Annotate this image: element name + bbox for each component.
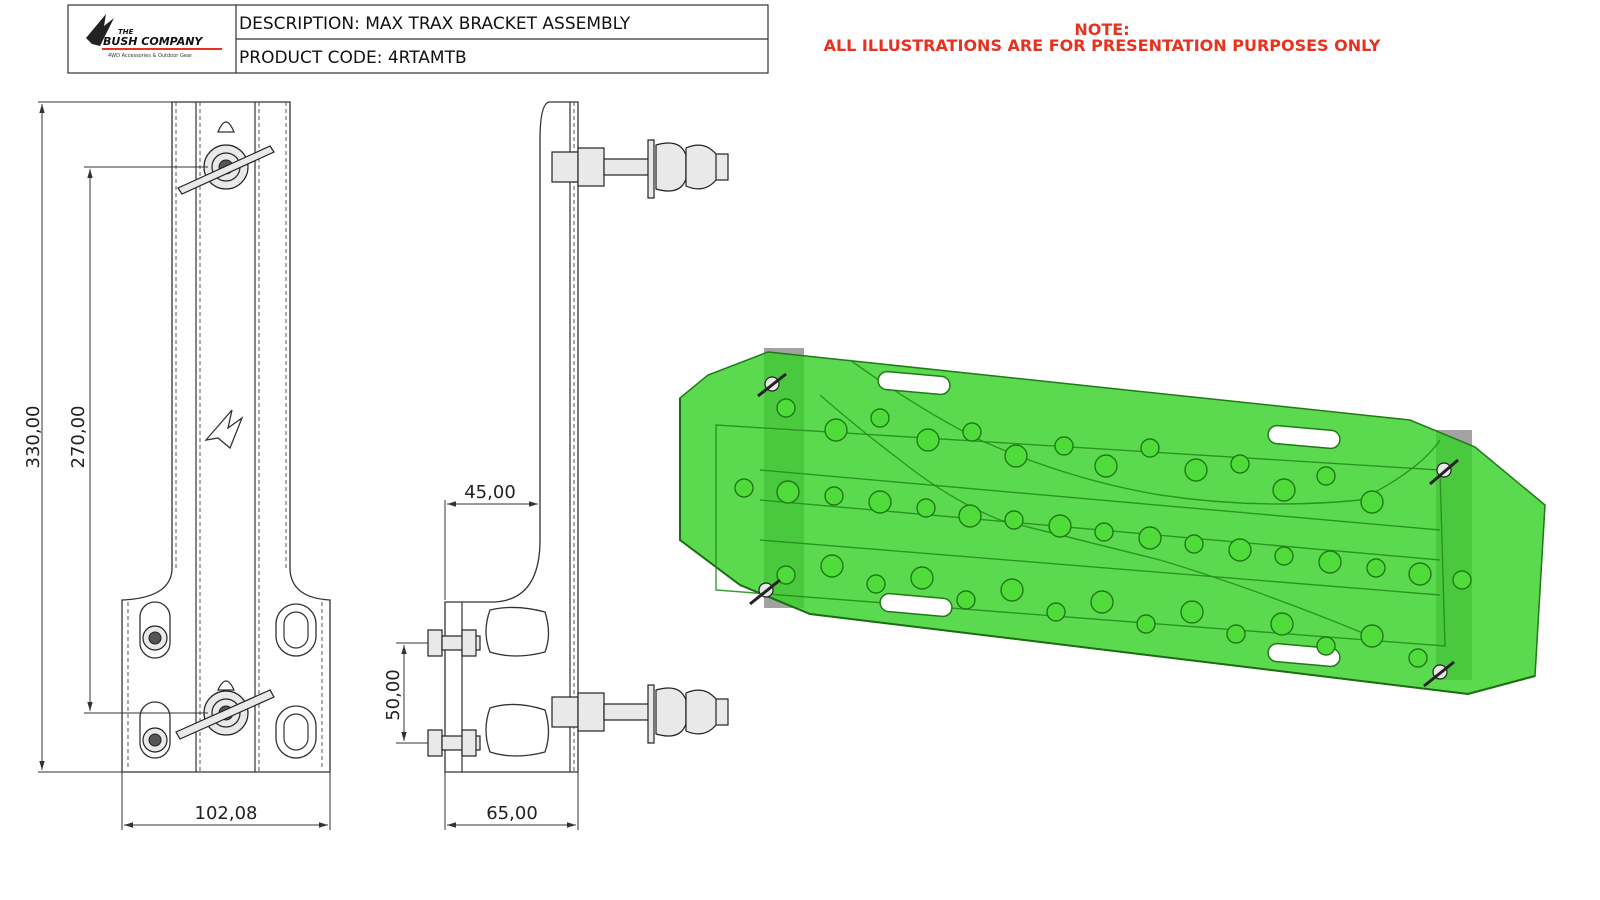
company-logo: THE BUSH COMPANY 4WD Accessories & Outdo… <box>86 14 222 59</box>
front-view: 330,00 270,00 102,08 <box>23 101 331 830</box>
logo-line2: BUSH COMPANY <box>103 35 203 48</box>
dim-bolt-spacing: 50,00 <box>383 669 404 721</box>
presentation-note: NOTE: ALL ILLUSTRATIONS ARE FOR PRESENTA… <box>824 20 1381 55</box>
pin-assembly-top <box>551 139 729 199</box>
track-fixings <box>749 372 1459 688</box>
dim-offset: 45,00 <box>464 482 516 503</box>
dim-base-width: 102,08 <box>195 803 258 824</box>
logo-line1: THE <box>118 28 134 36</box>
base-bolts <box>427 629 481 757</box>
wing-nut-bottom <box>175 680 275 740</box>
side-view: 45,00 50,00 65,00 <box>383 101 729 830</box>
title-block: THE BUSH COMPANY 4WD Accessories & Outdo… <box>67 4 769 74</box>
wing-nut-top <box>177 144 275 195</box>
description-text: DESCRIPTION: MAX TRAX BRACKET ASSEMBLY <box>239 14 631 34</box>
dim-hole-spacing: 270,00 <box>68 406 89 469</box>
logo-tagline: 4WD Accessories & Outdoor Gear <box>108 53 193 59</box>
dim-overall-height: 330,00 <box>23 406 44 469</box>
product-code-text: PRODUCT CODE: 4RTAMTB <box>239 48 467 68</box>
note-text: ALL ILLUSTRATIONS ARE FOR PRESENTATION P… <box>824 36 1381 55</box>
max-trax-3d-render <box>679 348 1546 696</box>
note-heading: NOTE: <box>1074 20 1129 39</box>
dim-depth: 65,00 <box>486 803 538 824</box>
pin-assembly-bottom <box>551 684 729 744</box>
